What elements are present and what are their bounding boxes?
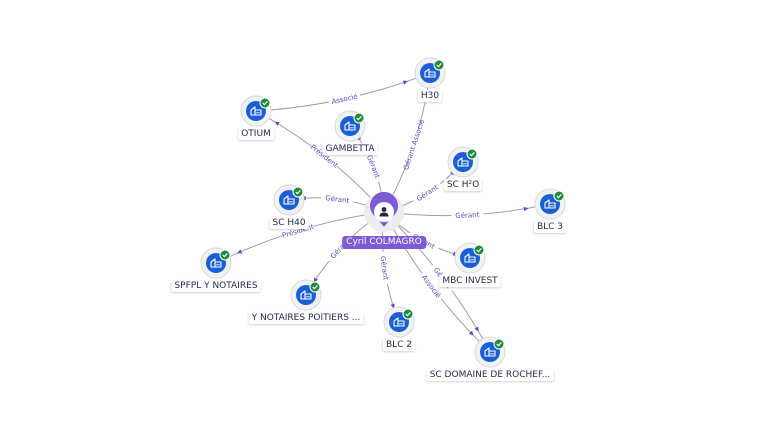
center-person-node[interactable] <box>364 191 404 232</box>
company-icon <box>210 258 222 268</box>
node-label-sch2o[interactable]: SC H²O <box>443 179 483 191</box>
node-gambetta[interactable] <box>334 110 366 142</box>
edge-label: Associé <box>331 93 359 106</box>
verified-check-icon <box>493 338 505 350</box>
edge-label-bg <box>309 142 340 170</box>
node-label-spfpl[interactable]: SPFPL Y NOTAIRES <box>171 280 261 292</box>
verified-check-icon <box>553 190 565 202</box>
edge-arrow <box>468 330 474 336</box>
company-icon <box>250 106 262 116</box>
verified-check-icon <box>292 186 304 198</box>
verified-check-icon <box>259 97 271 109</box>
node-label-scdomaine[interactable]: SC DOMAINE DE ROCHEF... <box>426 369 554 381</box>
edge-arrow <box>523 206 529 212</box>
edge-arrow <box>474 326 479 332</box>
verified-check-icon <box>473 244 485 256</box>
edge-label-bg <box>327 90 361 107</box>
edge-arrow <box>313 277 318 283</box>
verified-check-icon <box>219 249 231 261</box>
node-label-h30[interactable]: H30 <box>417 90 443 102</box>
edge-label: Gérant <box>325 194 350 205</box>
node-spfpl[interactable] <box>200 247 232 279</box>
edge-arrow <box>237 249 243 254</box>
edge-arrow <box>402 80 408 85</box>
verified-check-icon <box>309 281 321 293</box>
verified-check-icon <box>353 112 365 124</box>
edge-label: Gérant <box>378 256 389 281</box>
node-scdomaine[interactable] <box>474 336 506 368</box>
node-label-mbc[interactable]: MBC INVEST <box>439 275 501 287</box>
node-sch2o[interactable] <box>447 146 479 178</box>
node-layer <box>200 57 566 368</box>
edge-label-bg <box>418 270 446 302</box>
node-h30[interactable] <box>414 57 446 89</box>
node-ynotaires[interactable] <box>290 279 322 311</box>
verified-check-icon <box>402 308 414 320</box>
verified-check-icon <box>433 59 445 71</box>
person-icon <box>379 207 389 217</box>
edge-label: Gérant <box>415 183 440 203</box>
edge-label-bg <box>378 251 392 285</box>
node-label-blc3[interactable]: BLC 3 <box>533 221 567 233</box>
edge-label-bg <box>451 209 484 220</box>
edge-label-bg <box>321 192 354 206</box>
company-icon <box>484 347 496 357</box>
edge-label-bg <box>403 127 423 162</box>
company-icon <box>424 68 436 78</box>
node-label-blc2[interactable]: BLC 2 <box>382 339 416 351</box>
node-label-ynotaires[interactable]: Y NOTAIRES POITIERS ... <box>248 312 364 324</box>
edge-otium-h30 <box>255 72 431 112</box>
company-icon <box>393 317 405 327</box>
node-blc3[interactable] <box>534 188 566 220</box>
node-label-gambetta[interactable]: GAMBETTA <box>322 143 378 155</box>
node-otium[interactable] <box>240 95 272 127</box>
company-icon <box>457 157 469 167</box>
edge-label-bg <box>363 149 385 183</box>
center-label[interactable]: Cyril COLMAGRO <box>342 236 426 249</box>
edge-label: Gérant <box>455 211 480 220</box>
edge-label-bg <box>411 180 443 205</box>
node-label-otium[interactable]: OTIUM <box>238 128 274 140</box>
node-mbc[interactable] <box>454 242 486 274</box>
company-icon <box>283 195 295 205</box>
company-icon <box>300 290 312 300</box>
edge-arrow <box>274 121 280 126</box>
verified-check-icon <box>466 148 478 160</box>
node-blc2[interactable] <box>383 306 415 338</box>
edge-arrow <box>390 303 395 309</box>
node-label-sch40[interactable]: SC H40 <box>269 217 309 229</box>
edge-label: Gérant Associé <box>402 119 426 172</box>
node-sch40[interactable] <box>273 184 305 216</box>
company-icon <box>464 253 476 263</box>
center-inner <box>374 202 394 222</box>
company-icon <box>544 199 556 209</box>
company-icon <box>344 121 356 131</box>
